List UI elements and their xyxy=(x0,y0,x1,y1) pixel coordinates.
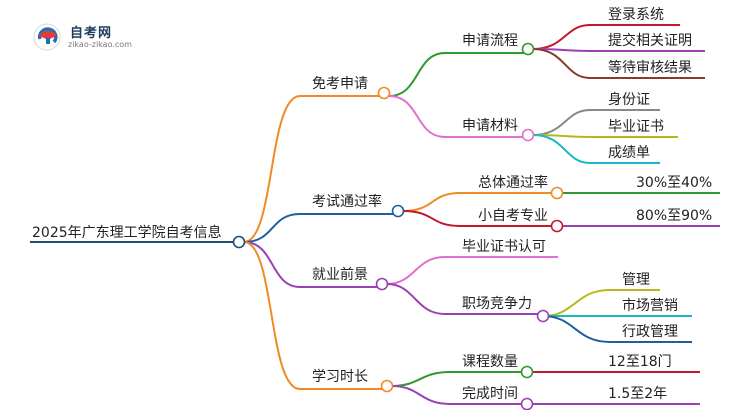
edge-xingzheng xyxy=(542,315,692,343)
node-zongti-value: 30%至40% xyxy=(636,175,713,191)
edge-cailiao xyxy=(388,95,528,138)
edge-kecheng xyxy=(391,371,522,387)
node-chengji: 成绩单 xyxy=(608,145,650,161)
node-guanli: 管理 xyxy=(622,272,650,288)
jingzheng-node-dot xyxy=(536,309,550,323)
node-kecheng-value: 12至18门 xyxy=(608,354,672,370)
node-renke: 毕业证书认可 xyxy=(462,239,546,255)
node-kecheng: 课程数量 xyxy=(462,354,518,370)
node-biye: 毕业证书 xyxy=(608,119,664,135)
node-cailiao: 申请材料 xyxy=(462,118,518,134)
node-shenfen: 身份证 xyxy=(608,92,650,108)
node-shichang: 市场营销 xyxy=(622,298,678,314)
liucheng-node-dot xyxy=(521,42,535,56)
edge-biye xyxy=(532,134,678,138)
node-dengdai: 等待审核结果 xyxy=(608,60,692,76)
zongti-node-dot xyxy=(550,186,564,200)
edge-root-mianshen xyxy=(243,95,383,243)
edge-zongti xyxy=(402,192,552,212)
logo-title: 自考网 xyxy=(70,26,113,41)
node-mianshen: 免考申请 xyxy=(312,76,368,92)
root-node-dot xyxy=(232,235,246,249)
node-zongti: 总体通过率 xyxy=(478,175,548,191)
node-wancheng: 完成时间 xyxy=(462,386,518,402)
node-xuexi: 学习时长 xyxy=(312,369,368,385)
edge-wancheng xyxy=(391,385,522,405)
xiaozikao-node-dot xyxy=(550,219,564,233)
edge-root-xuexi xyxy=(243,241,387,390)
cailiao-node-dot xyxy=(521,128,535,142)
edge-jingzheng xyxy=(386,283,538,315)
node-tongguo: 考试通过率 xyxy=(312,194,382,210)
edge-tijiao xyxy=(532,48,705,52)
kecheng-node-dot xyxy=(520,365,534,379)
node-jiuye: 就业前景 xyxy=(312,267,368,283)
node-tijiao: 提交相关证明 xyxy=(608,33,692,49)
tongguo-node-dot xyxy=(391,204,405,218)
edge-shenfen xyxy=(532,109,660,136)
edge-renke xyxy=(386,256,558,285)
logo-url: zikao-zikao.com xyxy=(68,40,132,49)
edge-dengdai xyxy=(532,48,705,79)
node-denglu: 登录系统 xyxy=(608,7,664,23)
node-xiaozikao: 小自考专业 xyxy=(478,208,548,224)
node-jingzheng: 职场竞争力 xyxy=(462,296,532,312)
edge-guanli xyxy=(542,289,660,317)
graduation-cap-icon xyxy=(32,22,62,52)
edge-chengji xyxy=(532,134,660,164)
node-xiaozikao-value: 80%至90% xyxy=(636,208,713,224)
node-wancheng-value: 1.5至2年 xyxy=(608,386,668,402)
jiuye-node-dot xyxy=(375,277,389,291)
site-logo[interactable]: 自考网 zikao-zikao.com xyxy=(32,20,142,54)
wancheng-node-dot xyxy=(520,397,534,410)
edge-root-jiuye xyxy=(243,241,382,288)
root-node: 2025年广东理工学院自考信息 xyxy=(32,225,222,241)
node-xingzheng: 行政管理 xyxy=(622,324,678,340)
edge-root-tongguo xyxy=(243,213,398,243)
node-liucheng: 申请流程 xyxy=(462,33,518,49)
edge-liucheng xyxy=(388,52,528,97)
mianshen-node-dot xyxy=(377,86,391,100)
xuexi-node-dot xyxy=(380,379,394,393)
edge-xiaozikao xyxy=(402,210,552,227)
